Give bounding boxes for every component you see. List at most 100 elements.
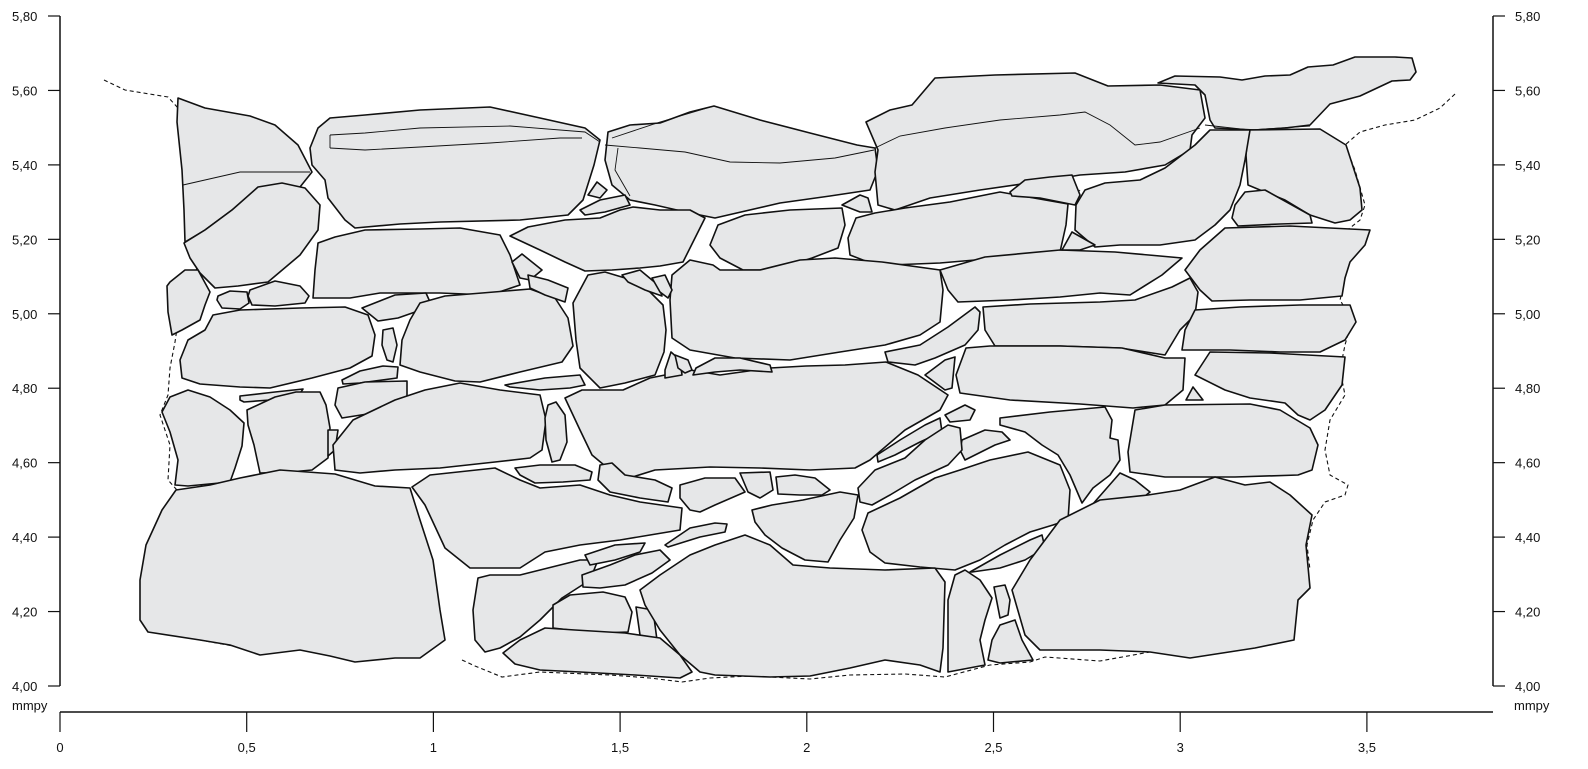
stone (597, 462, 673, 503)
stone (1181, 304, 1357, 353)
left-axis-tick-label: 5,20 (12, 232, 37, 247)
bottom-axis-tick-label: 0 (56, 740, 63, 755)
stone (509, 206, 706, 272)
bottom-axis-tick-label: 0,5 (238, 740, 256, 755)
stone (504, 374, 586, 391)
stone (179, 306, 376, 389)
stone (1184, 225, 1371, 302)
left-axis-tick-label: 4,80 (12, 381, 37, 396)
stone (381, 327, 398, 363)
right-axis-tick-label: 4,80 (1515, 381, 1540, 396)
stones (139, 56, 1417, 679)
stone (924, 356, 956, 391)
right-axis-tick-label: 4,20 (1515, 605, 1540, 620)
stone (739, 471, 774, 499)
stone (216, 290, 250, 310)
stone (511, 253, 543, 281)
right-axis-tick-label: 5,80 (1515, 9, 1540, 24)
stone (1231, 189, 1313, 227)
stone (183, 182, 321, 289)
stone (1245, 128, 1363, 224)
stone (1009, 174, 1081, 206)
right-axis-tick-label: 5,00 (1515, 307, 1540, 322)
stone (166, 269, 211, 336)
stone (664, 522, 728, 548)
right-axis: 4,00 4,20 4,40 4,60 4,80 5,00 5,20 5,40 5,60 5,80… (1492, 9, 1550, 713)
left-axis-tick-label: 4,00 (12, 679, 37, 694)
stone (999, 406, 1121, 504)
stone (341, 365, 399, 385)
stone (944, 404, 976, 423)
stone (959, 429, 1011, 461)
stone (709, 207, 846, 271)
stone (472, 559, 599, 653)
stone (1127, 403, 1319, 478)
stone (161, 389, 245, 487)
bottom-axis-tick-label: 1 (430, 740, 437, 755)
stone (502, 627, 693, 679)
joint-line (611, 105, 715, 139)
stone (309, 106, 601, 229)
joint-line (329, 125, 601, 143)
stone (857, 424, 963, 506)
stone (527, 274, 569, 303)
stone (139, 469, 446, 663)
joint-lines (182, 105, 1311, 205)
stone (1157, 56, 1417, 131)
stone (993, 584, 1011, 619)
right-axis-tick-label: 5,20 (1515, 232, 1540, 247)
stone (579, 194, 631, 216)
small-stones (511, 174, 1313, 303)
left-axis-tick-label: 4,20 (12, 605, 37, 620)
stone (312, 227, 521, 299)
stone (514, 464, 593, 484)
stone (955, 345, 1186, 409)
bottom-axis-tick-label: 3,5 (1358, 740, 1376, 755)
right-axis-tick-label: 4,60 (1515, 456, 1540, 471)
bottom-axis-tick-label: 2 (803, 740, 810, 755)
joint-line (874, 111, 1201, 149)
stone (1185, 386, 1204, 401)
bottom-axis: 0 0,5 1 1,5 2 2,5 3 3,5 (56, 711, 1493, 755)
stone (651, 274, 673, 299)
stone (669, 257, 944, 361)
joint-line (182, 171, 310, 186)
stone (674, 354, 693, 374)
right-axis-tick-label: 4,40 (1515, 530, 1540, 545)
bottom-axis-tick-label: 2,5 (984, 740, 1002, 755)
right-axis-tick-label: 4,00 (1515, 679, 1540, 694)
right-axis-unit: mmpy (1514, 698, 1550, 713)
bottom-axis-tick-label: 1,5 (611, 740, 629, 755)
stone (621, 269, 663, 297)
stone (544, 401, 568, 463)
stone (692, 357, 773, 376)
joint-line (614, 147, 631, 197)
stone (639, 534, 946, 678)
left-axis-unit: mmpy (12, 698, 48, 713)
stone (587, 181, 608, 199)
left-axis-tick-label: 5,60 (12, 83, 37, 98)
right-axis-tick-label: 5,60 (1515, 83, 1540, 98)
stone (411, 467, 683, 569)
left-axis: 4,004,204,404,604,805,005,205,405,605,80… (12, 9, 61, 713)
stone (572, 271, 667, 389)
left-axis-tick-label: 5,40 (12, 158, 37, 173)
right-axis-tick-label: 5,40 (1515, 158, 1540, 173)
stone (841, 194, 873, 213)
stone (581, 549, 671, 589)
stone (1074, 129, 1251, 248)
joint-line (329, 137, 582, 151)
stone (1194, 351, 1346, 421)
stone (1011, 476, 1313, 659)
bottom-axis-tick-label: 3 (1177, 740, 1184, 755)
stone (247, 280, 310, 307)
stone (939, 249, 1183, 303)
left-axis-tick-label: 5,00 (12, 307, 37, 322)
stone (884, 306, 981, 366)
wall-outline-right (1306, 93, 1456, 571)
left-axis-tick-label: 5,80 (12, 9, 37, 24)
stone (679, 477, 746, 513)
stone (584, 542, 646, 566)
stone (332, 382, 547, 474)
